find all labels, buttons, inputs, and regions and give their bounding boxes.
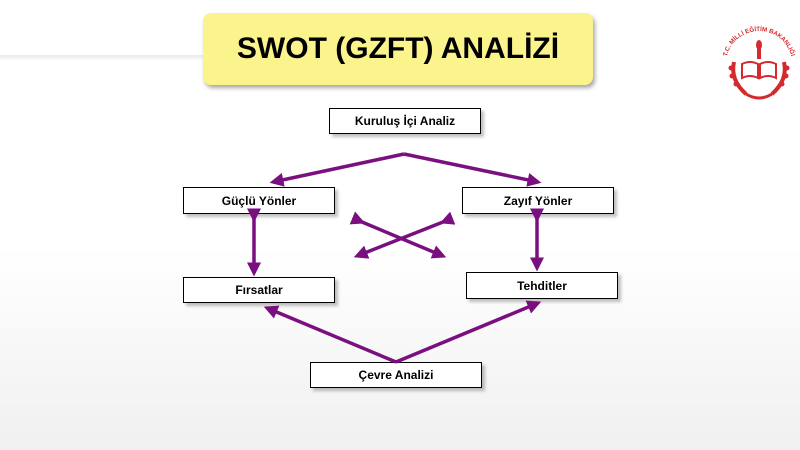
environment-analysis-box: Çevre Analizi (310, 362, 482, 388)
internal-analysis-box: Kuruluş İçi Analiz (329, 108, 481, 134)
opportunities-box: Fırsatlar (183, 277, 335, 303)
slide-title: SWOT (GZFT) ANALİZİ (203, 13, 593, 85)
arrow-internal-to-strengths (269, 152, 405, 187)
arrow-environment-to-opportunities (263, 305, 397, 364)
arrow-internal-to-weaknesses (403, 152, 542, 187)
threats-box: Tehditler (466, 272, 618, 299)
arrow-environment-to-threats (395, 300, 542, 364)
meb-logo: T.C. MİLLİ EĞİTİM BAKANLIĞI (722, 25, 796, 100)
decorative-line (0, 55, 210, 61)
arrow-cross-2 (353, 211, 456, 259)
